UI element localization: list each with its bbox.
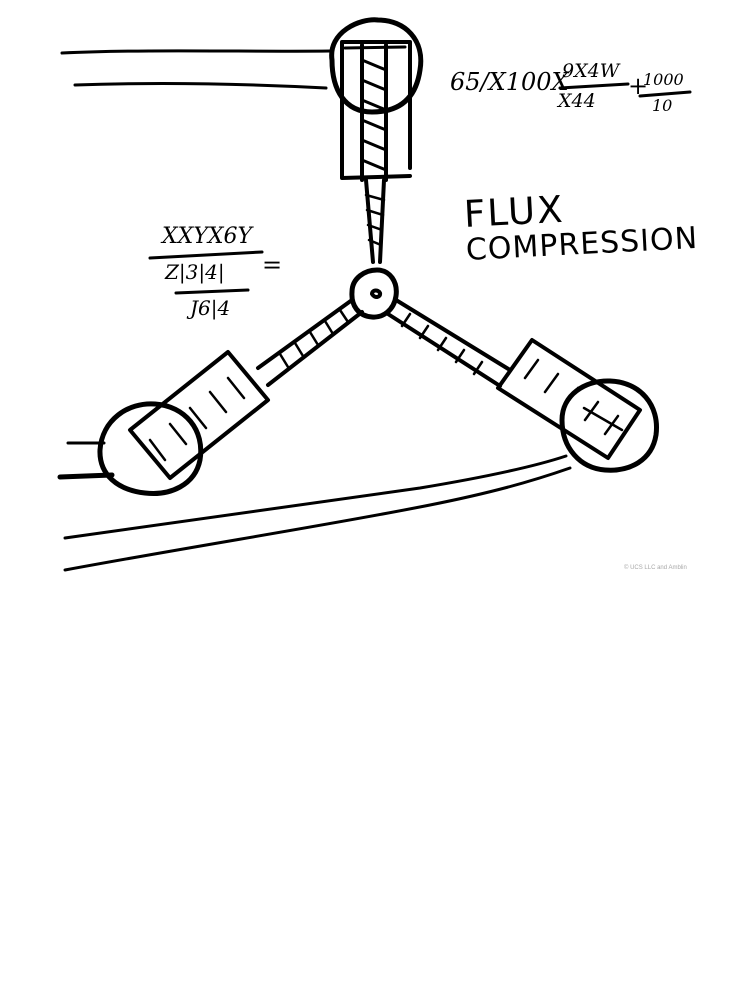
top-electrode <box>360 43 388 182</box>
formula-left-denominator: J6|4 <box>190 296 231 320</box>
left-sleeve <box>128 350 270 480</box>
right-bulb <box>559 378 659 473</box>
right-arm-coil <box>400 312 484 376</box>
formula-top-fraction2-bar <box>638 90 692 98</box>
top-stem-coil <box>364 193 386 247</box>
right-sleeve <box>496 338 642 460</box>
formula-top-lead: 65/X100X <box>450 68 569 96</box>
top-stem <box>364 178 386 264</box>
title-flux: FLUX <box>462 187 566 236</box>
left-arm-coil <box>278 308 350 369</box>
formula-left-equals: = <box>262 251 283 279</box>
bottom-wire-lower <box>63 466 572 572</box>
top-sleeve <box>340 40 412 180</box>
top-electrode-coil <box>360 58 388 172</box>
formula-top-plus: + <box>628 72 649 100</box>
top-wire-upper <box>60 49 332 55</box>
right-electrode-line <box>582 406 624 432</box>
flux-capacitor-drawing <box>57 17 692 572</box>
formula-top-numerator: 9X4W <box>562 60 620 82</box>
top-bulb <box>329 17 424 115</box>
center-hub <box>349 267 399 320</box>
left-wire-lower <box>57 472 115 480</box>
formula-left-middle: Z|3|4| <box>165 260 225 284</box>
left-sleeve-coil <box>148 376 246 462</box>
center-hub-dot <box>370 288 383 299</box>
formula-top-denominator: X44 <box>558 90 596 112</box>
formula-left-fraction-bar-1 <box>148 250 264 260</box>
copyright-credit: © UCS LLC and Amblin <box>624 565 687 571</box>
top-sleeve-cap <box>343 45 407 50</box>
right-arm <box>386 298 512 388</box>
bottom-wire-upper <box>63 454 568 540</box>
formula-top-numerator-2: 1000 <box>643 70 684 89</box>
formula-top-denominator-2: 10 <box>652 96 673 115</box>
left-arm <box>256 298 364 387</box>
formula-left-fraction-bar-2 <box>174 288 250 295</box>
formula-top-fraction-bar <box>558 82 630 90</box>
formula-left-numerator: XXYX6Y <box>162 224 253 249</box>
top-wire-lower <box>73 82 328 90</box>
left-bulb <box>97 401 204 496</box>
